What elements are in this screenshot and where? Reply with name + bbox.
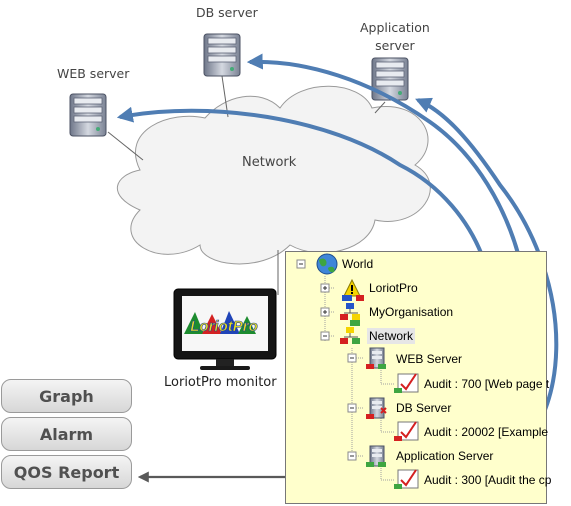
monitor-icon [173,288,277,370]
application-server-label-line2: server [375,38,415,53]
monitor-label: LoriotPro monitor [164,375,277,390]
application-server-label-line1: Application [360,20,430,35]
link-app [374,101,386,114]
db-audit-icon [394,421,419,441]
qos-report-button[interactable]: QOS Report [1,455,132,489]
web-server-node-icon [366,347,386,369]
warning-icon [342,278,364,301]
tree-node-myorganisation[interactable]: MyOrganisation [369,305,454,319]
web-server-icon [69,93,107,137]
tree-node-web-server[interactable]: WEB Server [396,352,463,366]
tree-lines [296,253,419,489]
graph-button[interactable]: Graph [1,379,132,413]
tree-node-application-server[interactable]: Application Server [396,449,494,463]
tree-node-world[interactable]: World [342,257,374,271]
monitor-logo-text: LoriotPro [190,318,258,335]
tree-node-loriotpro[interactable]: LoriotPro [369,281,418,295]
tree-node-web-audit[interactable]: Audit : 700 [Web page t [424,377,550,391]
application-server-label: Application server [360,19,430,55]
alarm-button[interactable]: Alarm [1,417,132,451]
web-audit-icon [394,373,419,393]
organisation-icon [340,303,360,326]
network-cloud [117,85,431,265]
tree-node-network[interactable]: Network [367,328,416,344]
network-label: Network [242,155,297,170]
tree-node-app-audit[interactable]: Audit : 300 [Audit the cp [424,473,552,487]
tree-node-db-audit[interactable]: Audit : 20002 [Example [424,425,549,439]
tree-node-db-server[interactable]: DB Server [396,401,452,415]
application-server-icon [371,57,409,101]
directory-tree-panel: World LoriotPro MyOrganisation Network W… [285,251,551,504]
app-server-node-icon [366,445,386,467]
db-server-icon [203,33,241,77]
network-icon [340,327,360,344]
db-server-label: DB server [196,5,258,20]
app-audit-icon [394,469,419,489]
db-server-node-icon [366,397,387,419]
globe-icon [316,253,338,275]
web-server-label: WEB server [57,66,130,81]
link-web [107,131,144,161]
